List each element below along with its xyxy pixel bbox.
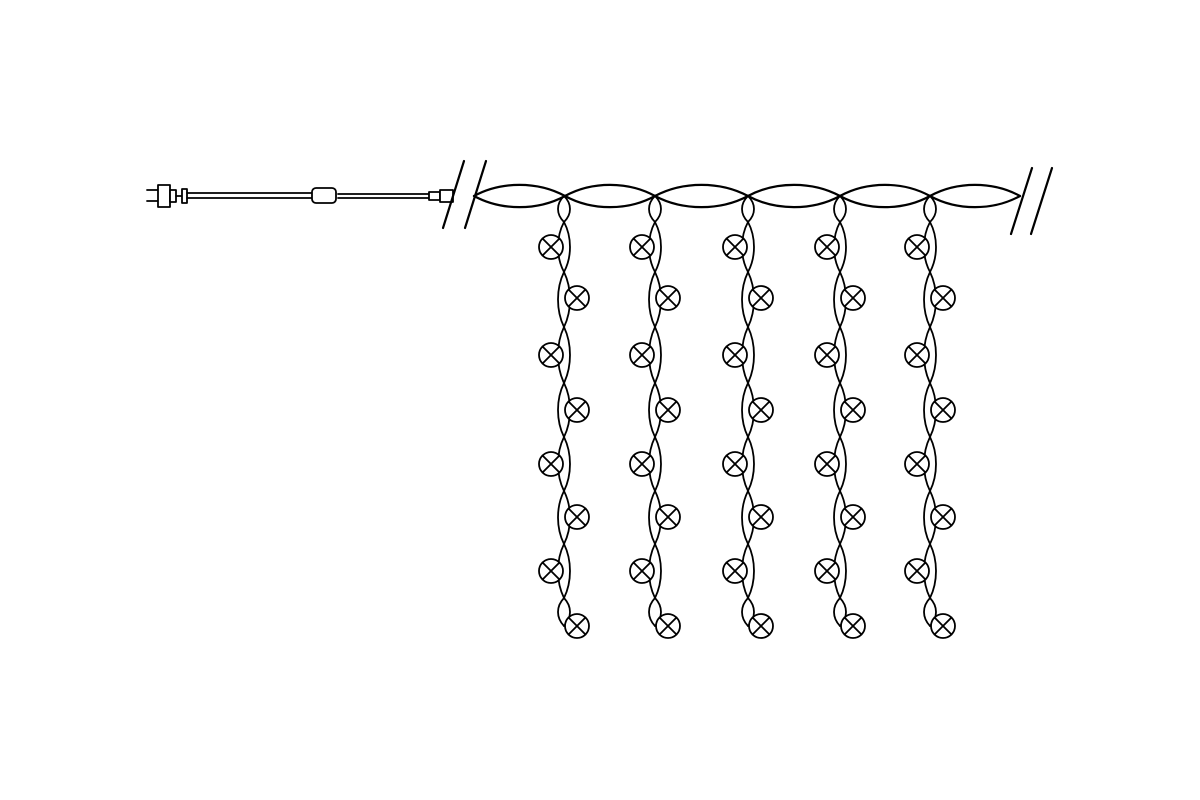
power-supply-assembly xyxy=(146,184,454,208)
connector-icon xyxy=(428,189,454,203)
main-cable-wire-upper xyxy=(472,183,1022,198)
bulb-icon xyxy=(564,613,590,639)
bulb-icon xyxy=(904,342,930,368)
bulb-icon xyxy=(930,397,956,423)
bulb-icon xyxy=(904,234,930,260)
bulb-icon xyxy=(840,504,866,530)
bulb-icon xyxy=(930,285,956,311)
bulb-icon xyxy=(538,234,564,260)
bulb-icon xyxy=(538,451,564,477)
bulb-icon xyxy=(538,558,564,584)
bulb-icon xyxy=(722,234,748,260)
cable-adapter-to-connector xyxy=(337,193,430,199)
bulb-icon xyxy=(629,558,655,584)
strand-wire-b xyxy=(923,195,937,627)
strand-wire-b xyxy=(648,195,662,627)
bulb-icon xyxy=(564,285,590,311)
bulb-icon xyxy=(814,558,840,584)
bulb-icon xyxy=(930,613,956,639)
bulb-icon xyxy=(564,504,590,530)
bulb-icon xyxy=(722,451,748,477)
bulb-icon xyxy=(629,342,655,368)
bulb-icon xyxy=(814,451,840,477)
bulb-icon xyxy=(655,504,681,530)
bulb-icon xyxy=(814,342,840,368)
bulb-icon xyxy=(722,558,748,584)
plug-icon xyxy=(146,184,188,208)
bulb-icon xyxy=(629,234,655,260)
light-strand xyxy=(904,195,956,639)
strand-wire-b xyxy=(741,195,755,627)
bulb-icon xyxy=(840,397,866,423)
bulb-icon xyxy=(840,613,866,639)
strand-wire-b xyxy=(833,195,847,627)
adapter-icon xyxy=(311,187,337,204)
bulb-icon xyxy=(748,504,774,530)
bulb-icon xyxy=(748,613,774,639)
bulb-icon xyxy=(655,613,681,639)
break-mark-right-icon xyxy=(1009,166,1054,236)
strand-wire-b xyxy=(557,195,571,627)
light-strand xyxy=(814,195,866,639)
light-strand xyxy=(722,195,774,639)
bulb-icon xyxy=(629,451,655,477)
bulb-icon xyxy=(904,451,930,477)
light-strands xyxy=(538,195,956,639)
bulb-icon xyxy=(748,285,774,311)
bulb-icon xyxy=(722,342,748,368)
bulb-icon xyxy=(655,397,681,423)
bulb-icon xyxy=(840,285,866,311)
cable-plug-to-adapter xyxy=(186,192,313,199)
bulb-icon xyxy=(814,234,840,260)
light-strand xyxy=(538,195,590,639)
bulb-icon xyxy=(904,558,930,584)
bulb-icon xyxy=(538,342,564,368)
bulb-icon xyxy=(930,504,956,530)
bulb-icon xyxy=(564,397,590,423)
bulb-icon xyxy=(748,397,774,423)
light-strand xyxy=(629,195,681,639)
bulb-icon xyxy=(655,285,681,311)
